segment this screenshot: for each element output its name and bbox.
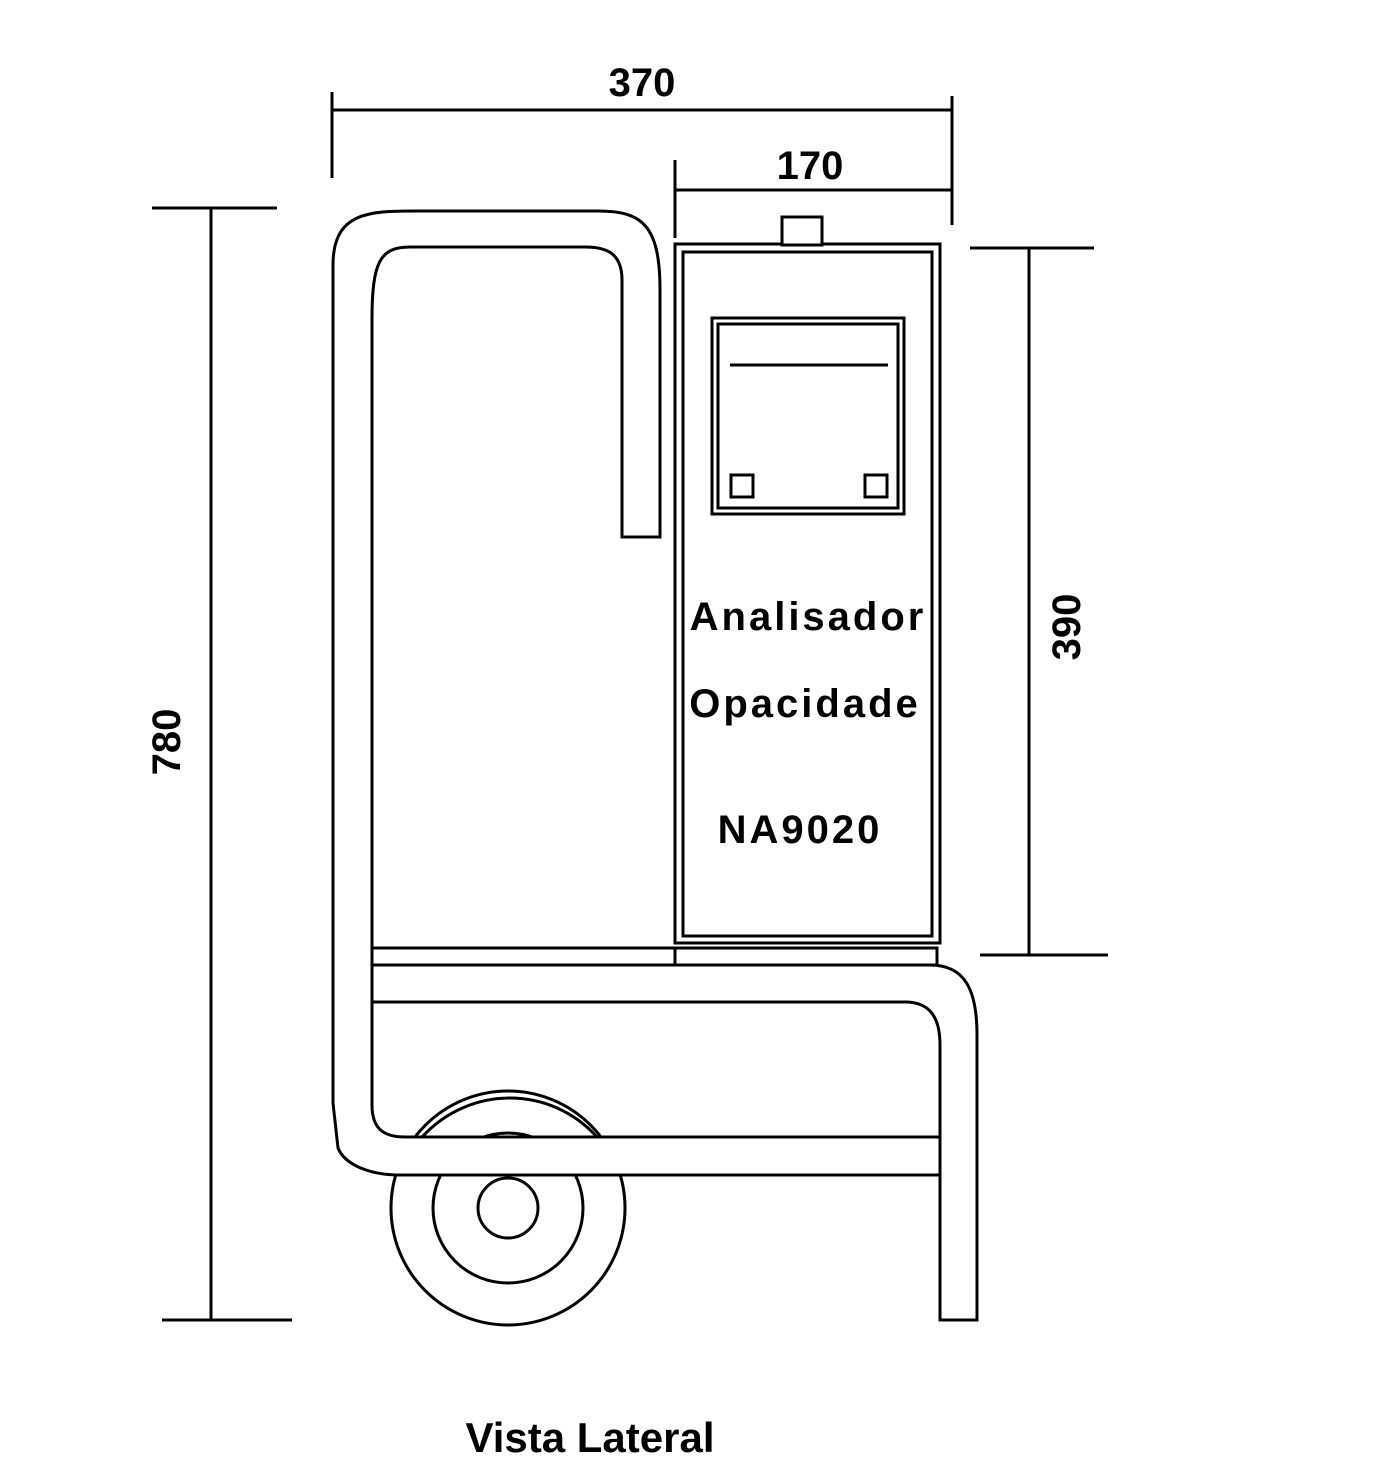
- base-tube: [370, 963, 979, 1322]
- device-model-label: NA9020: [718, 808, 883, 852]
- wheel: [389, 1089, 627, 1327]
- dimension-analyzer-width: 170: [673, 144, 952, 238]
- panel-button-left: [729, 473, 755, 499]
- dimension-overall-width: 370: [330, 61, 954, 225]
- device-label-line2: Opacidade: [689, 682, 921, 726]
- overall-height-label: 780: [145, 709, 189, 776]
- panel-button-right: [863, 473, 889, 499]
- device-label-line1: Analisador: [690, 595, 927, 639]
- cart-platform: [370, 946, 939, 967]
- analyzer-width-label: 170: [777, 144, 844, 188]
- top-connector: [780, 215, 824, 247]
- analyzer-height-label: 390: [1045, 594, 1089, 661]
- dimension-analyzer-height: 390: [970, 246, 1108, 957]
- view-caption: Vista Lateral: [465, 1414, 714, 1461]
- printer-panel: [710, 316, 906, 516]
- dimension-overall-height: 780: [145, 206, 292, 1322]
- overall-width-label: 370: [609, 61, 676, 105]
